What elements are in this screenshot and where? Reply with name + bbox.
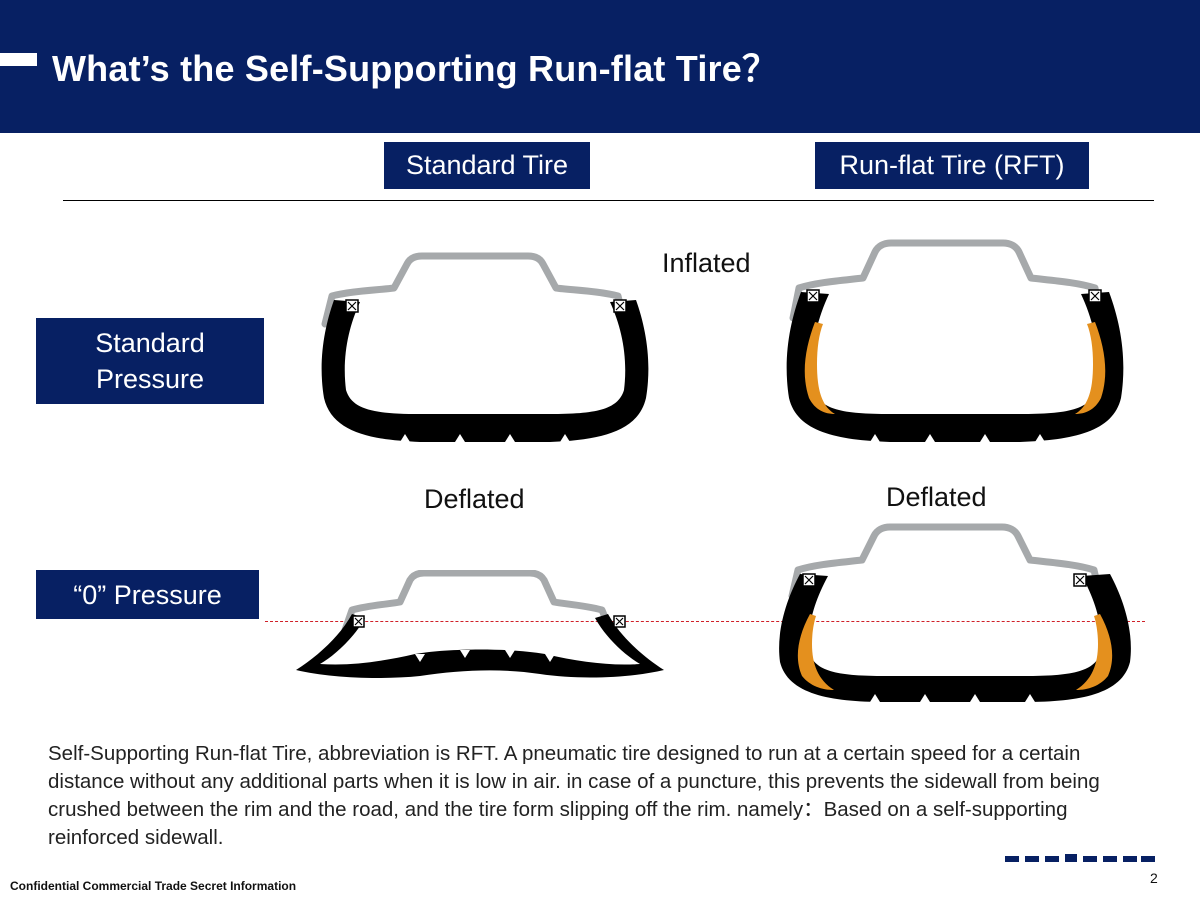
row-label-standard-pressure: Standard Pressure — [36, 318, 264, 404]
standard-tire-deflated-diagram — [296, 570, 664, 678]
ground-reference-dashed-line — [265, 621, 1145, 622]
header-divider — [63, 200, 1154, 201]
title-banner: What’s the Self-Supporting Run-flat Tire… — [0, 0, 1200, 133]
sidewall-insert-right — [1075, 322, 1106, 414]
state-label-inflated: Inflated — [662, 248, 751, 278]
row-label-standard-line1: Standard — [95, 328, 205, 358]
sidewall-insert-left — [804, 322, 835, 414]
confidentiality-notice: Confidential Commercial Trade Secret Inf… — [10, 879, 297, 893]
runflat-tire-inflated-diagram — [786, 239, 1124, 442]
company-logo-fragment — [1005, 854, 1155, 862]
runflat-tire-deflated-diagram — [779, 523, 1131, 702]
page-title: What’s the Self-Supporting Run-flat Tire… — [52, 48, 779, 89]
rft-description-paragraph: Self-Supporting Run-flat Tire, abbreviat… — [48, 742, 1100, 849]
column-label-standard-tire: Standard Tire — [384, 142, 590, 189]
row-label-standard-line2: Pressure — [95, 364, 205, 394]
column-label-runflat-tire: Run-flat Tire (RFT) — [815, 142, 1089, 189]
row-label-zero-pressure: “0” Pressure — [36, 570, 259, 619]
state-label-deflated-runflat: Deflated — [886, 482, 987, 512]
page-number: 2 — [1150, 870, 1158, 886]
state-label-deflated-standard: Deflated — [424, 484, 525, 514]
title-accent-bar — [0, 53, 37, 66]
standard-tire-inflated-diagram — [321, 252, 649, 442]
